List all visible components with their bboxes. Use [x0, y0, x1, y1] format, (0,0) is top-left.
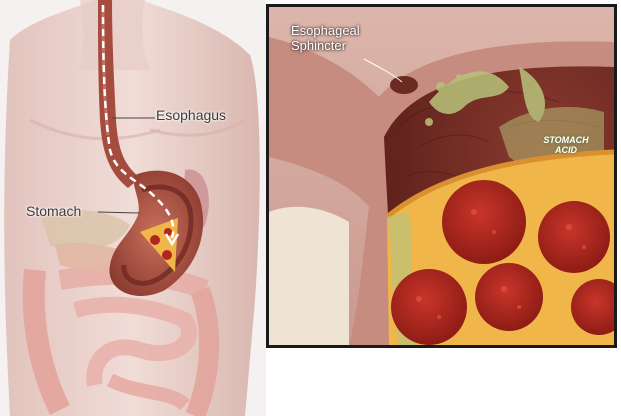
pepperoni [475, 263, 543, 331]
acid-label-line2: ACID [531, 145, 601, 155]
torso-illustration-panel: Esophagus Stomach [0, 0, 266, 416]
pepperoni [162, 250, 172, 260]
stomach-acid-label: STOMACH ACID [531, 135, 601, 155]
sphincter-label-line1: Esophageal [291, 23, 360, 38]
stomach-closeup-panel: Esophageal Sphincter STOMACH ACID [266, 4, 617, 348]
stomach-closeup-illustration [269, 7, 614, 345]
pepperoni [538, 201, 610, 273]
esophageal-sphincter-label: Esophageal Sphincter [291, 23, 360, 53]
sphincter-label-line2: Sphincter [291, 38, 360, 53]
esophagus-label: Esophagus [156, 107, 226, 123]
esophageal-sphincter [390, 76, 418, 94]
acid-label-line1: STOMACH [531, 135, 601, 145]
stomach-label: Stomach [26, 203, 81, 219]
pepperoni [391, 269, 467, 345]
fat-tissue [269, 207, 349, 345]
pepperoni [442, 180, 526, 264]
neck-shading [78, 0, 150, 70]
pepperoni [150, 235, 160, 245]
